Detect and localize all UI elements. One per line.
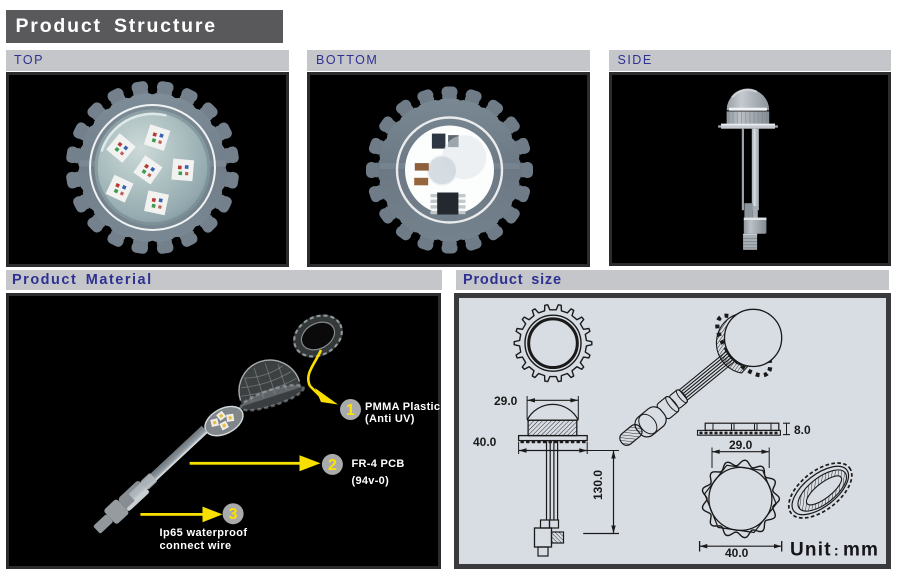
svg-text:3: 3 (229, 506, 238, 523)
svg-text:29.0: 29.0 (729, 438, 753, 452)
svg-text:Unit:mm: Unit:mm (790, 540, 879, 561)
svg-text:8.0: 8.0 (794, 423, 811, 437)
svg-text:29.0: 29.0 (494, 394, 518, 408)
svg-text:2: 2 (328, 457, 337, 474)
svg-text:130.0: 130.0 (591, 470, 605, 500)
svg-text:1: 1 (346, 402, 355, 419)
svg-text:40.0: 40.0 (473, 435, 497, 449)
svg-text:40.0: 40.0 (725, 546, 749, 560)
